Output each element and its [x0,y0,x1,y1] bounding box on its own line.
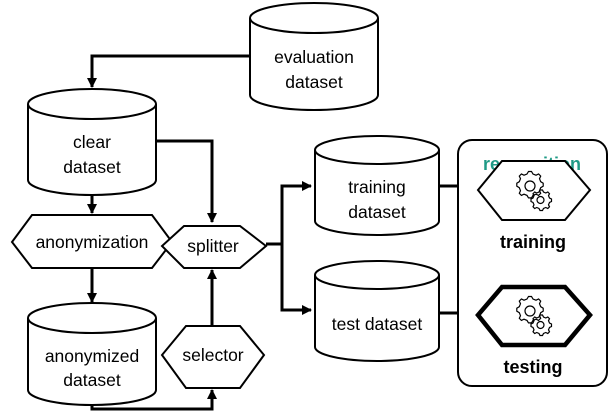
anonymized-dataset-node: anonymized dataset [27,302,157,406]
evaluation-dataset-label-1: evaluation [274,47,354,67]
splitter-label: splitter [187,236,239,256]
training-dataset-node: training dataset [314,135,440,236]
test-dataset-node: test dataset [314,260,440,362]
edge-splitter-to-training [266,180,313,246]
selector-node: selector [160,325,266,389]
evaluation-dataset-node: evaluation dataset [249,2,379,111]
edge-clear-to-splitter [156,139,218,224]
clear-dataset-label-1: clear [73,132,111,152]
anonymized-dataset-label-1: anonymized [45,346,139,366]
training-dataset-label-1: training [348,177,405,197]
testing-node [475,284,593,348]
recognition-panel: recognition training [457,139,608,387]
test-dataset-label: test dataset [332,314,423,334]
clear-dataset-label-2: dataset [63,157,121,177]
testing-label: testing [503,357,562,377]
splitter-node: splitter [160,225,268,269]
edge-splitter-to-test [280,244,313,316]
anonymization-node: anonymization [10,214,174,269]
edge-evaluation-to-clear [86,54,250,89]
selector-label: selector [182,345,243,365]
gears-icon [516,295,553,337]
clear-dataset-node: clear dataset [27,88,157,196]
anonymized-dataset-label-2: dataset [63,370,121,390]
training-label: training [500,232,566,252]
anonymization-label: anonymization [36,232,149,252]
gears-icon [516,170,553,212]
evaluation-dataset-label-2: dataset [285,72,343,92]
training-dataset-label-2: dataset [348,202,406,222]
training-node [476,160,592,221]
